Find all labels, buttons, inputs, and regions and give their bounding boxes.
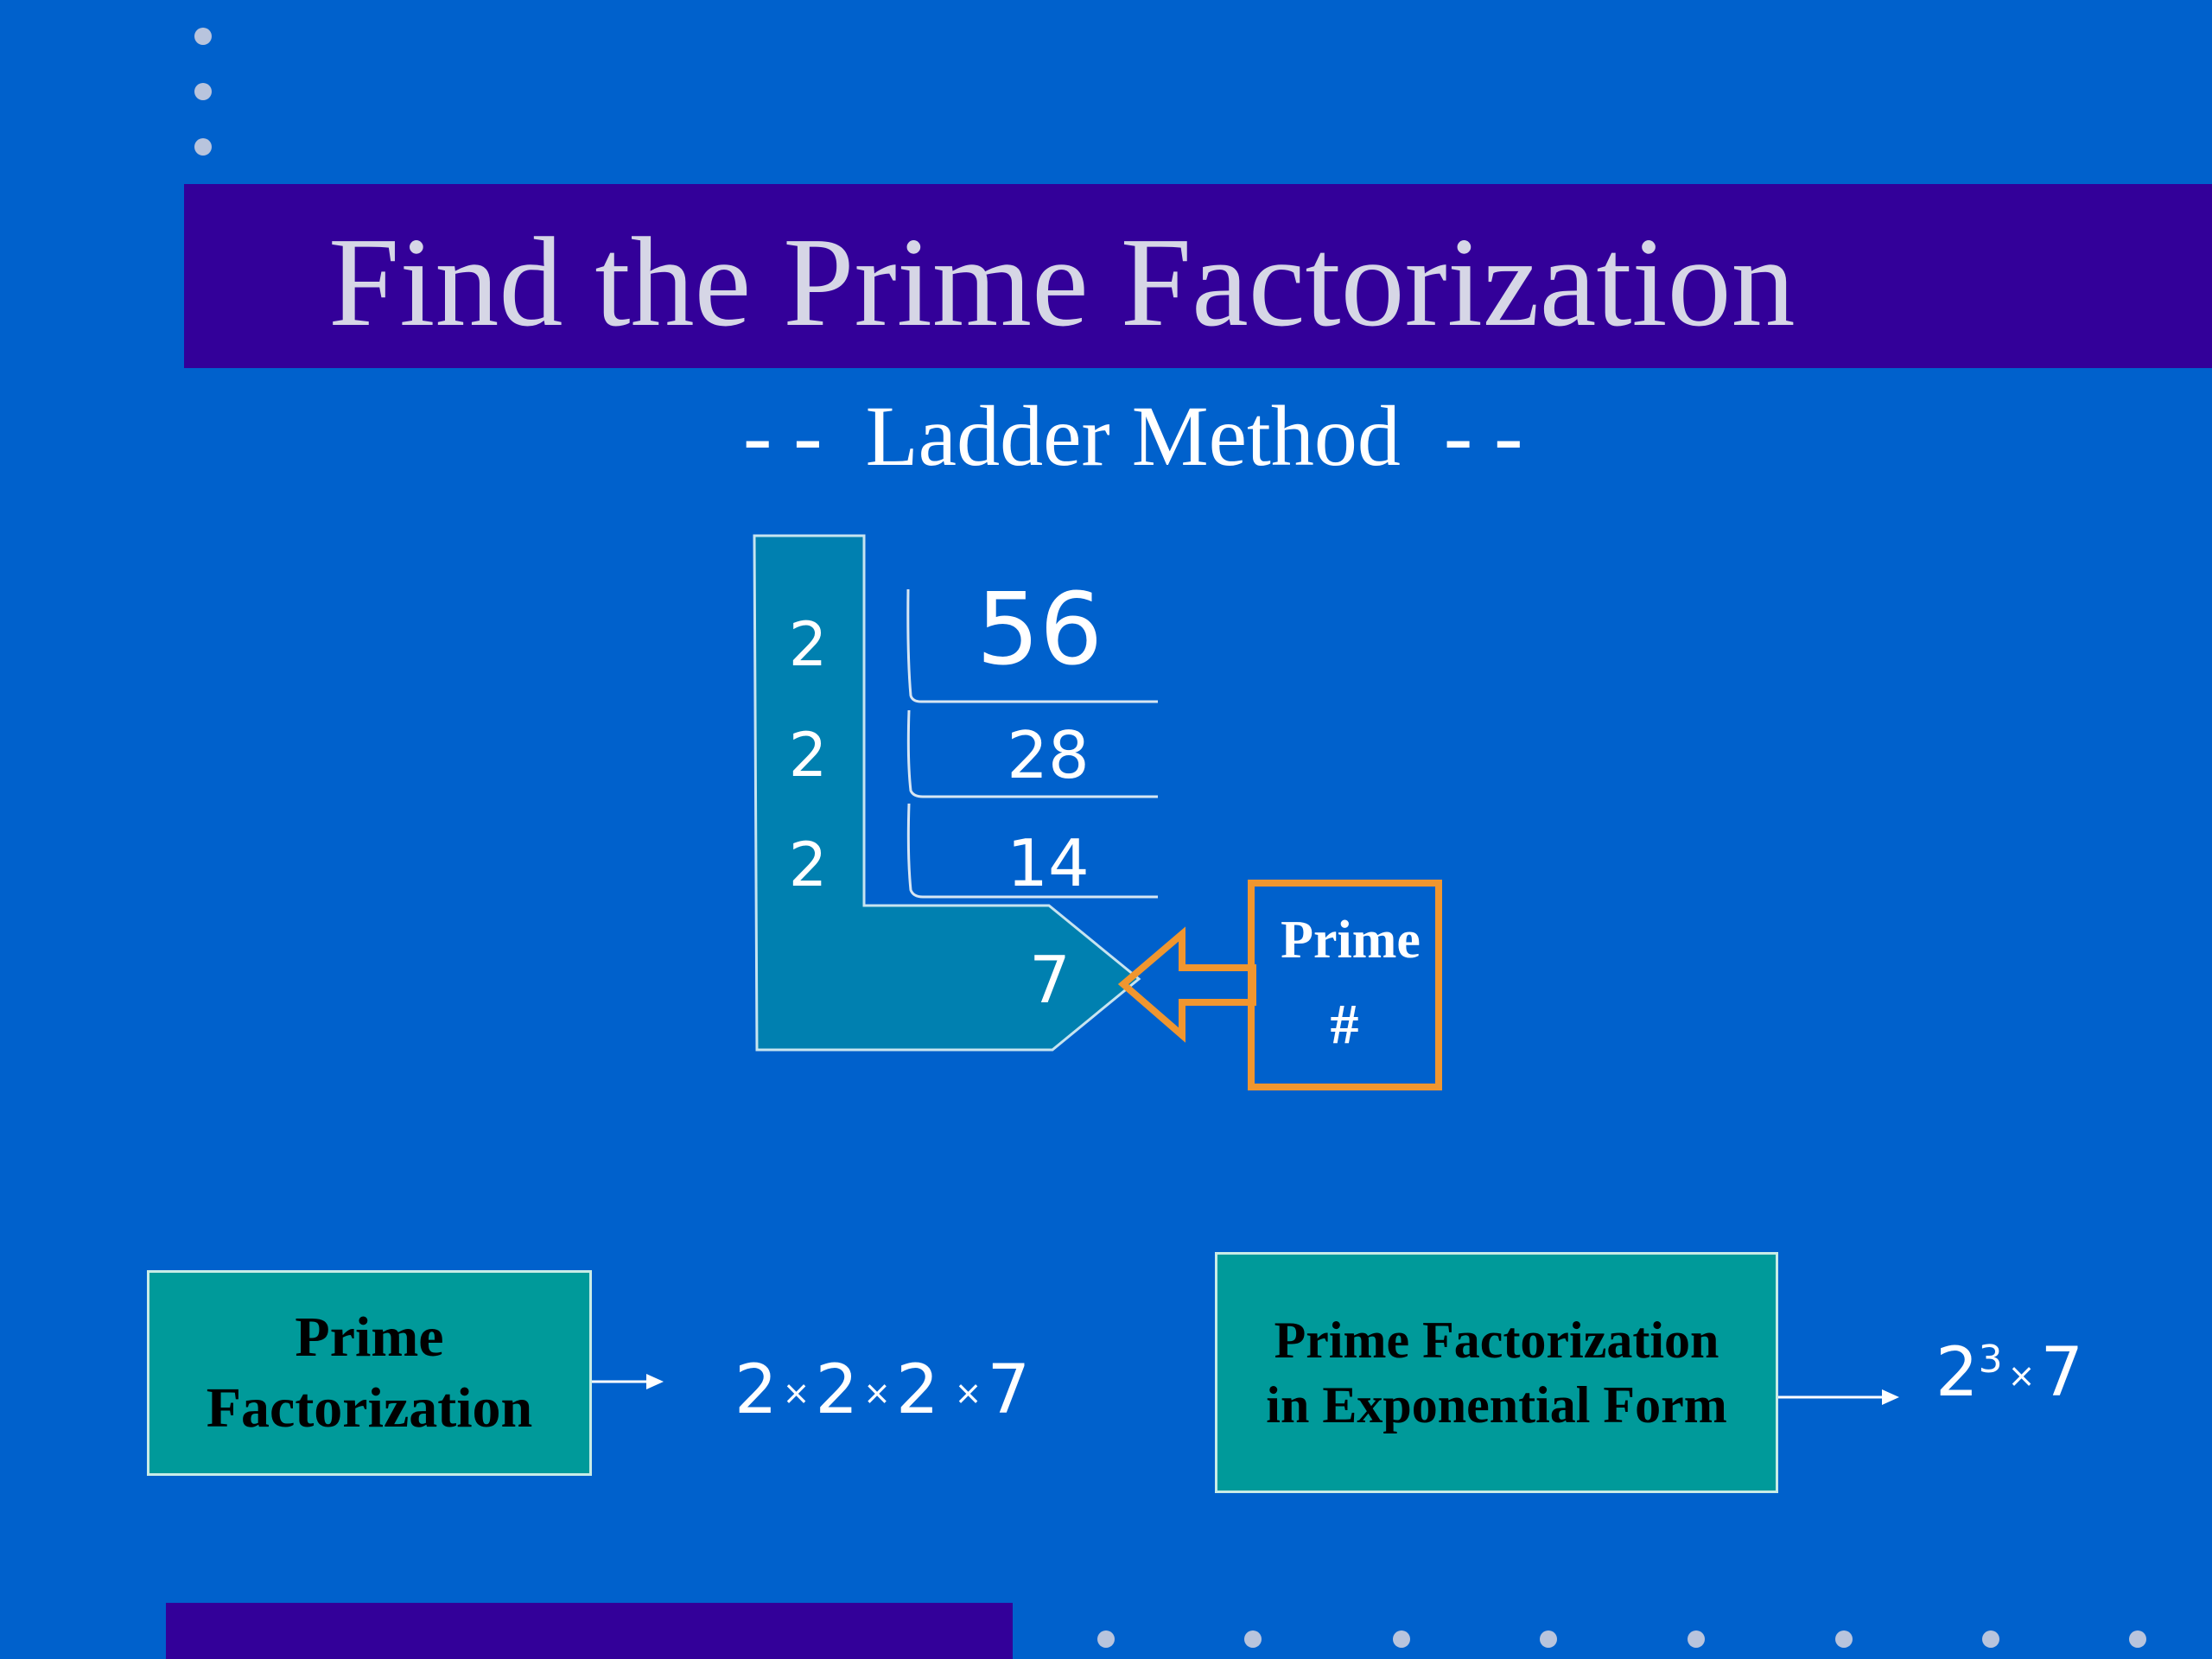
pf-connector-arrow: [592, 1374, 664, 1389]
factor: 7: [987, 1351, 1031, 1429]
times-sign: ×: [954, 1374, 982, 1412]
factor: 2: [734, 1351, 778, 1429]
slide-subtitle: - - Ladder Method - -: [743, 388, 1523, 484]
exponent: 3: [1978, 1338, 2003, 1382]
decor-dot: [1982, 1630, 1999, 1648]
bottom-band: [166, 1603, 1013, 1659]
ladder-final-quotient: 7: [1029, 942, 1071, 1018]
ladder-quotient: 56: [976, 572, 1103, 688]
times-sign: ×: [782, 1374, 810, 1412]
division-bracket: [906, 709, 1158, 798]
decor-dot: [1244, 1630, 1262, 1648]
box-label: in Exponential Form: [1266, 1376, 1727, 1433]
box-label: Prime: [295, 1305, 444, 1369]
box-label: Prime Factorization: [1274, 1311, 1719, 1369]
callout-label: #: [1331, 993, 1359, 1056]
box-label: Factorization: [206, 1376, 533, 1440]
decor-dot: [1393, 1630, 1410, 1648]
division-bracket: [906, 803, 1158, 899]
ladder-divisor-column: [753, 534, 1141, 1052]
decor-dot: [194, 28, 212, 45]
ladder-quotient: 28: [1007, 717, 1089, 793]
times-sign: ×: [863, 1374, 891, 1412]
decor-dot: [1097, 1630, 1115, 1648]
decor-dot: [1688, 1630, 1705, 1648]
ladder-divisor: 2: [789, 720, 828, 791]
slide-title: Find the Prime Factorization: [328, 212, 1796, 353]
callout-arrow: [1117, 926, 1256, 1043]
exponential-form-box: Prime Factorization in Exponential Form: [1215, 1252, 1778, 1493]
factor: 2: [815, 1351, 859, 1429]
callout-box: [1248, 880, 1442, 1090]
factor: 7: [2040, 1334, 2084, 1412]
prime-factorization-box: Prime Factorization: [147, 1270, 592, 1476]
callout-label: Prime: [1281, 911, 1421, 969]
factor: 2: [895, 1351, 939, 1429]
decor-dot: [1835, 1630, 1853, 1648]
times-sign: ×: [2007, 1357, 2036, 1395]
prime-factorization-expression: 2×2×2×7: [734, 1357, 1030, 1424]
exponential-form-expression: 23×7: [1936, 1339, 2083, 1407]
base: 2: [1936, 1334, 1979, 1412]
decor-dot: [1540, 1630, 1557, 1648]
decor-dot: [194, 138, 212, 156]
decor-dot: [2129, 1630, 2146, 1648]
ladder-divisor: 2: [789, 830, 828, 900]
ladder-divisor: 2: [789, 609, 828, 680]
ladder-quotient: 14: [1007, 825, 1089, 901]
pfe-connector-arrow: [1778, 1389, 1899, 1405]
division-bracket: [906, 588, 1158, 703]
title-band: [184, 184, 2212, 368]
decor-dot: [194, 83, 212, 100]
